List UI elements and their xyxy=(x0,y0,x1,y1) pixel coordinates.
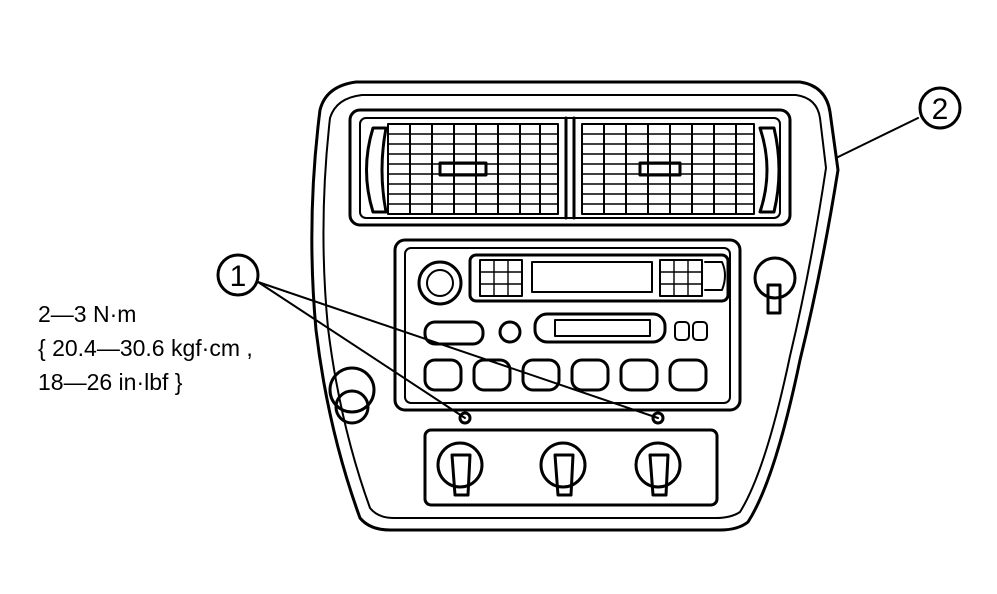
right-vent-louvers xyxy=(581,123,755,215)
torque-line-1: 2—3 N·m xyxy=(38,301,136,327)
volume-knob xyxy=(417,260,463,306)
torque-line-3: 18—26 in·lbf } xyxy=(38,369,183,395)
climate-control-panel xyxy=(423,428,719,507)
preset-buttons xyxy=(423,358,708,392)
screw-right xyxy=(651,411,665,425)
climate-knob-right xyxy=(634,441,682,497)
part-1-leader-lines xyxy=(257,281,659,419)
climate-knob-center xyxy=(539,441,587,497)
right-side-knob xyxy=(753,256,797,315)
callout-2: 2 xyxy=(918,86,962,130)
part-2-leader-line xyxy=(835,117,919,159)
screw-left xyxy=(458,411,472,425)
air-vent-assembly xyxy=(348,108,792,227)
vent-right-end-cap xyxy=(758,126,781,214)
torque-specification: 2—3 N·m { 20.4—30.6 kgf·cm , 18—26 in·lb… xyxy=(38,301,253,395)
callout-2-number: 2 xyxy=(932,93,949,126)
control-row xyxy=(423,312,708,346)
left-vent-louvers xyxy=(387,123,559,215)
torque-line-2: { 20.4—30.6 kgf·cm , xyxy=(38,335,253,361)
vent-left-end-cap xyxy=(365,126,388,214)
cassette-door xyxy=(468,253,730,303)
audio-unit xyxy=(393,238,742,412)
callout-1-number: 1 xyxy=(230,260,247,293)
callout-1: 1 xyxy=(216,253,260,297)
left-side-knob xyxy=(328,366,376,425)
climate-knob-left xyxy=(436,441,484,497)
